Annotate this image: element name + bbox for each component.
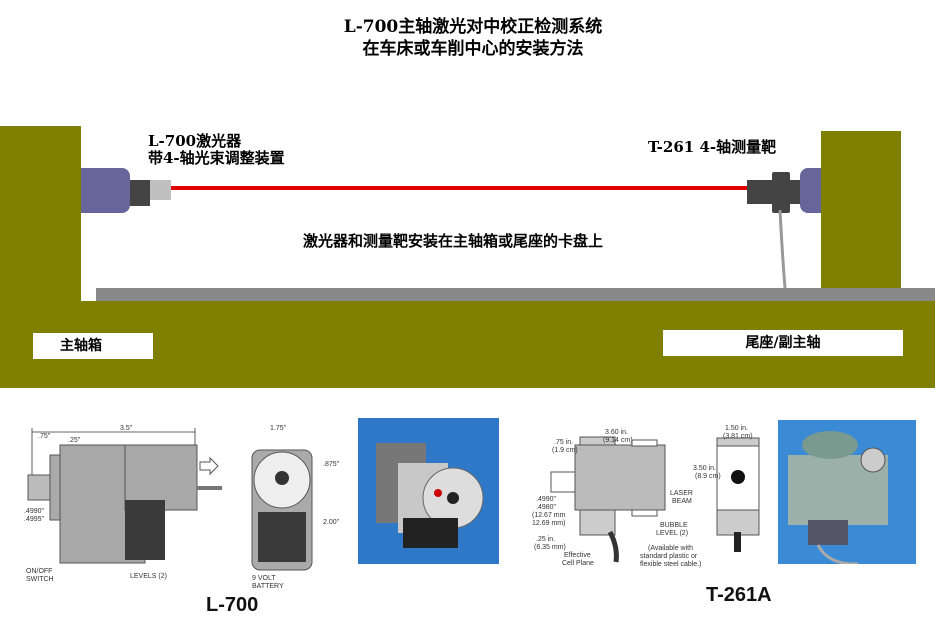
beam-2: BEAM bbox=[672, 498, 692, 505]
switch-2: SWITCH bbox=[26, 576, 54, 583]
tailstock bbox=[821, 131, 901, 291]
headstock bbox=[0, 126, 81, 306]
laser-beam bbox=[171, 186, 748, 190]
target-cable bbox=[778, 210, 787, 289]
dim-w1: 1.50 in. bbox=[725, 425, 748, 432]
mounting-label: 激光器和测量靶安装在主轴箱或尾座的卡盘上 bbox=[303, 232, 604, 250]
levels: LEVELS (2) bbox=[130, 573, 167, 580]
l700-drawing: .75" .25" 3.5" .4990" .4995" ON/OFF SWIT… bbox=[24, 425, 340, 590]
dim-len1: 3.60 in. bbox=[605, 429, 628, 436]
laser-label-1: L-700激光器 bbox=[148, 132, 242, 150]
dim-075b: (1.9 cm) bbox=[552, 447, 578, 454]
target-label: T-261 4-轴测量靶 bbox=[648, 138, 777, 156]
bubble-1: BUBBLE bbox=[660, 522, 688, 529]
laser-head bbox=[150, 180, 171, 200]
cable-1: (Available with bbox=[648, 545, 693, 552]
dim-025b: (6.35 mm) bbox=[534, 544, 566, 551]
dim-h2: (8.9 cm) bbox=[695, 473, 721, 480]
dim-d1: .4990" bbox=[536, 496, 557, 503]
dim-width: 1.75" bbox=[270, 425, 287, 432]
dim-075: .75" bbox=[38, 433, 51, 440]
cable-2: standard plastic or bbox=[640, 553, 698, 560]
dim-length: 3.5" bbox=[120, 425, 133, 432]
laser-label-2: 带4-轴光束调整装置 bbox=[148, 149, 285, 167]
target-clamp bbox=[772, 172, 790, 213]
cell-2: Cell Plane bbox=[562, 560, 594, 567]
bubble-2: LEVEL (2) bbox=[656, 530, 688, 537]
cable-3: flexible steel cable.) bbox=[640, 561, 701, 568]
t261-photo bbox=[778, 420, 916, 564]
dim-200: 2.00" bbox=[323, 519, 340, 526]
tailstock-chuck bbox=[800, 168, 821, 213]
beam-1: LASER bbox=[670, 490, 693, 497]
cell-1: Effective bbox=[564, 552, 591, 559]
title-line-1: L-700主轴激光对中校正检测系统 bbox=[343, 17, 603, 37]
dim-d3: (12.67 mm bbox=[532, 512, 566, 519]
dim-h1: 3.50 in. bbox=[693, 465, 716, 472]
tailstock-label: 尾座/副主轴 bbox=[663, 330, 903, 356]
t261-drawing: 3.60 in. (9.14 cm) .75 in. (1.9 cm) .499… bbox=[532, 425, 760, 568]
headstock-label-text: 主轴箱 bbox=[60, 338, 102, 354]
headstock-label: 主轴箱 bbox=[33, 333, 153, 359]
dim-dia1: .4990" bbox=[24, 508, 45, 515]
dim-dia2: .4995" bbox=[24, 516, 45, 523]
battery-1: 9 VOLT bbox=[252, 575, 276, 582]
dim-d4: 12.69 mm) bbox=[532, 520, 565, 527]
laser-body bbox=[130, 180, 150, 206]
l700-photo bbox=[358, 418, 499, 564]
dim-075a: .75 in. bbox=[554, 439, 573, 446]
dim-len2: (9.14 cm) bbox=[603, 437, 633, 444]
t261-caption: T-261A bbox=[706, 584, 772, 606]
title-line-2: 在车床或车削中心的安装方法 bbox=[362, 39, 584, 59]
dim-025: .25" bbox=[68, 437, 81, 444]
l700-caption: L-700 bbox=[206, 594, 259, 616]
switch-1: ON/OFF bbox=[26, 568, 52, 575]
dim-0875: .875" bbox=[323, 461, 340, 468]
dim-d2: .4980" bbox=[536, 504, 557, 511]
dim-025a: .25 in. bbox=[536, 536, 555, 543]
battery-2: BATTERY bbox=[252, 583, 284, 590]
headstock-chuck bbox=[81, 168, 130, 213]
dim-w2: (3.81 cm) bbox=[723, 433, 753, 440]
lathe-bed-rail bbox=[96, 288, 935, 302]
